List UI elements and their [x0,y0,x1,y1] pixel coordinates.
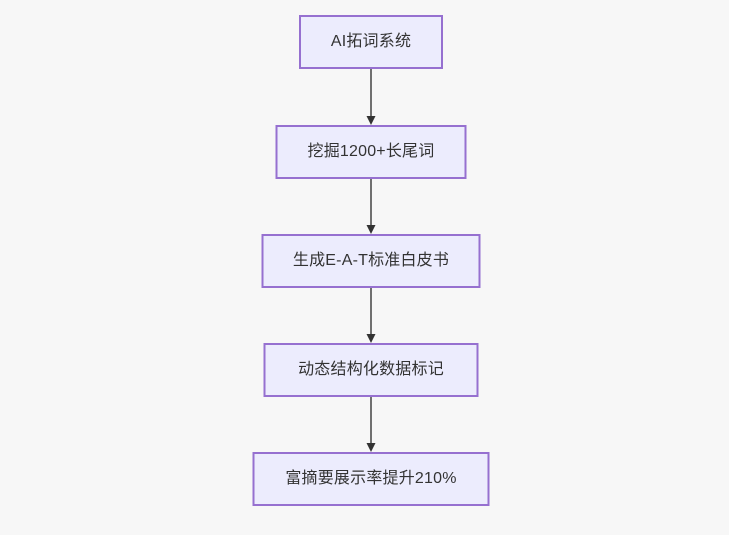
arrowhead-icon [366,116,376,125]
arrowhead-icon [366,443,376,452]
flowchart-node-n2[interactable]: 挖掘1200+长尾词 [275,125,467,179]
node-label: 挖掘1200+长尾词 [307,143,435,160]
edge-n4-to-n5 [364,397,378,452]
flowchart-node-n4[interactable]: 动态结构化数据标记 [263,343,479,397]
edge-n1-to-n2 [364,69,378,125]
node-label: 动态结构化数据标记 [298,361,444,378]
flowchart-node-n1[interactable]: AI拓词系统 [299,15,443,69]
flowchart-node-n5[interactable]: 富摘要展示率提升210% [252,452,490,506]
edge-n3-to-n4 [364,288,378,343]
arrowhead-icon [366,225,376,234]
edge-n2-to-n3 [364,179,378,234]
flowchart-node-n3[interactable]: 生成E-A-T标准白皮书 [261,234,481,288]
node-label: AI拓词系统 [330,33,412,50]
node-label: 生成E-A-T标准白皮书 [292,252,450,269]
arrowhead-icon [366,334,376,343]
node-label: 富摘要展示率提升210% [285,470,457,487]
